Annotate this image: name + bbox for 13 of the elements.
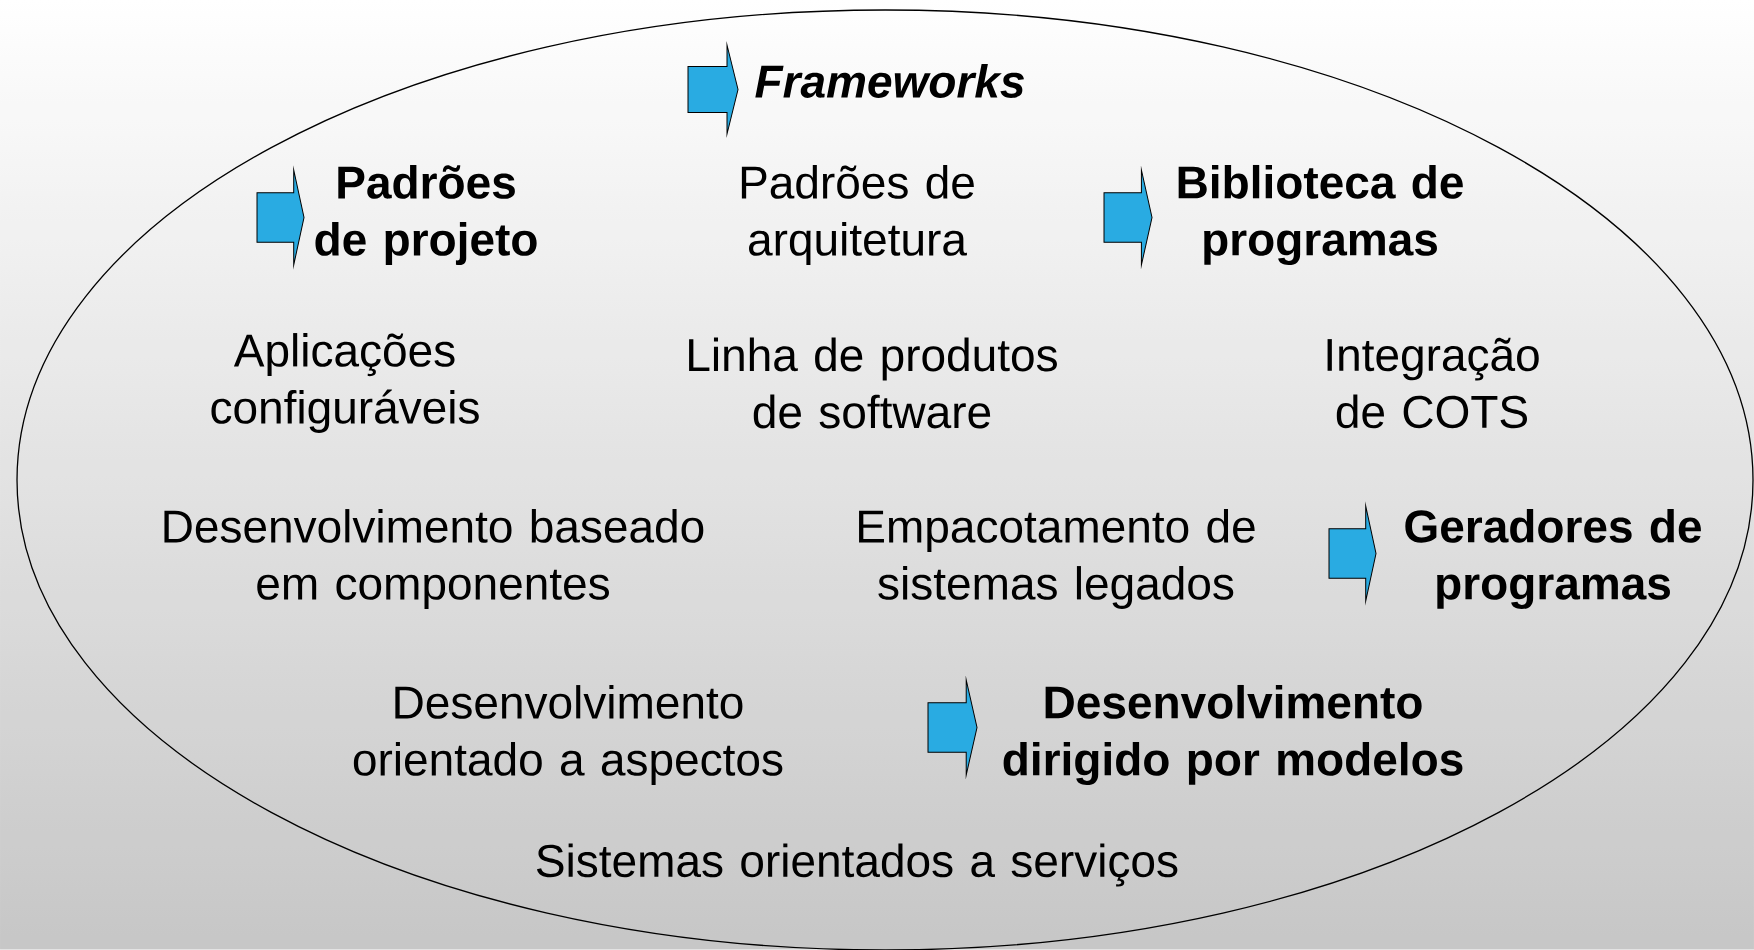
- label-text: Desenvolvimento orientado a aspectos: [353, 685, 783, 785]
- label-text: Frameworks: [755, 64, 1024, 98]
- label-text: Linha de produtos de software: [689, 337, 1057, 429]
- label-text: Integração de COTS: [1327, 337, 1539, 429]
- label-text: Aplicações configuráveis: [211, 333, 479, 433]
- label-text: Desenvolvimento dirigido por modelos: [1003, 684, 1463, 786]
- label-text: Geradores de programas: [1405, 508, 1701, 610]
- label-text: Biblioteca de programas: [1178, 164, 1463, 266]
- label-text: Padrões de projeto: [315, 165, 537, 265]
- label-text: Empacotamento de sistemas legados: [859, 509, 1255, 609]
- label-text: Padrões de arquitetura: [741, 165, 974, 265]
- label-text: Sistemas orientados a serviços: [536, 843, 1178, 887]
- label-text: Desenvolvimento baseado em componentes: [164, 509, 704, 609]
